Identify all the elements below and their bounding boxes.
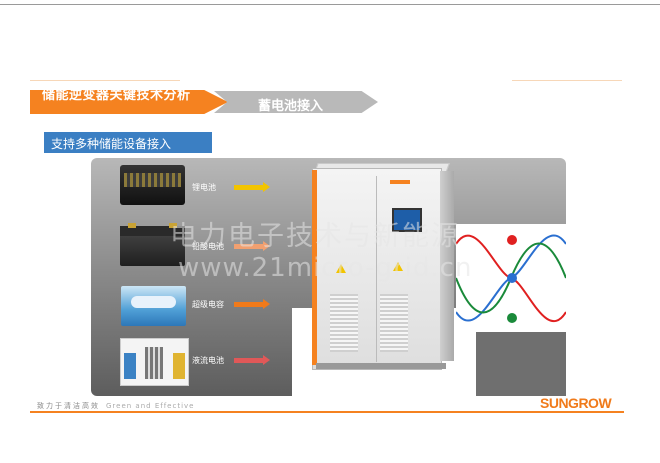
arrow-flow	[234, 355, 270, 365]
watermark-url: www.21micro-grid.cn	[178, 253, 473, 283]
device-label-supercap: 超级电容	[192, 300, 224, 309]
top-divider	[0, 4, 660, 5]
cabinet-screen	[392, 208, 422, 232]
cabinet-base	[316, 363, 446, 369]
arrow-lithium	[234, 182, 270, 192]
warning-icon	[393, 262, 403, 271]
slide-subtitle-text: 支持多种储能设备接入	[51, 137, 172, 151]
footer-slogan-en: Green and Effective	[106, 402, 195, 410]
arrow-supercap	[234, 299, 270, 309]
header-rule-left	[30, 80, 180, 81]
cabinet-side	[440, 171, 454, 361]
arrow-lead-acid	[234, 241, 270, 251]
flow-battery-image	[120, 338, 189, 386]
header-rule-right	[512, 80, 622, 81]
section-tab-next-label: 蓄电池接入	[258, 99, 324, 114]
lithium-battery-image	[120, 165, 185, 205]
device-label-flow: 液流电池	[192, 356, 224, 365]
lead-acid-battery-image	[120, 223, 185, 266]
device-label-lithium: 锂电池	[192, 183, 216, 192]
section-tab-active[interactable]: 储能逆变器关键技术分析	[30, 90, 228, 114]
cabinet-door-divider	[376, 176, 377, 362]
slide-subtitle: 支持多种储能设备接入	[44, 132, 212, 153]
device-label-lead-acid: 铅酸电池	[192, 242, 224, 251]
footer-rule	[30, 411, 624, 413]
footer-slogan: 致力于清洁高效 Green and Effective	[37, 401, 194, 411]
section-tab-active-label: 储能逆变器关键技术分析	[42, 88, 191, 103]
waveform-shadow-block	[476, 332, 566, 396]
three-phase-waveform	[455, 224, 567, 332]
cabinet-vent	[380, 294, 408, 352]
watermark-title: 电力电子技术与新能源	[170, 221, 460, 252]
supercapacitor-image	[121, 286, 186, 326]
section-tab-next[interactable]: 蓄电池接入	[214, 91, 378, 113]
cabinet-logo	[390, 180, 410, 184]
warning-icon	[336, 264, 346, 273]
sungrow-logo: SUNGROW	[540, 395, 612, 411]
footer-slogan-cn: 致力于清洁高效	[37, 402, 100, 410]
cabinet-vent	[330, 294, 358, 352]
waveform-svg	[455, 234, 567, 323]
cabinet-orange-stripe	[312, 170, 317, 365]
